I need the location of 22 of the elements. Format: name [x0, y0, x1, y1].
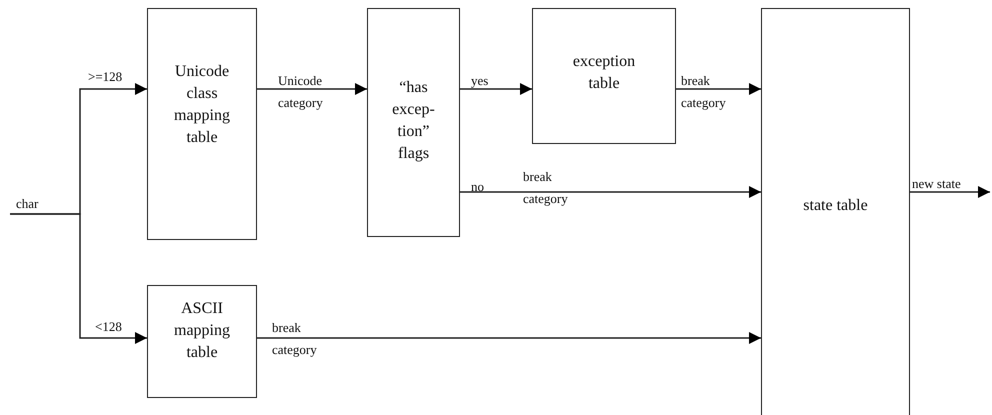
- table-box: exception table: [532, 8, 676, 144]
- arrow: [257, 332, 761, 344]
- arrow: [676, 83, 761, 95]
- edge-label: Unicode category: [278, 72, 324, 112]
- table-box: “has excep- tion” flags: [367, 8, 460, 237]
- text-label: break category: [523, 168, 569, 208]
- table-box: state table: [761, 8, 910, 415]
- edge-label: break category: [681, 72, 727, 112]
- edge-label: <128: [95, 318, 122, 336]
- arrow: [460, 186, 761, 198]
- table-box: ASCII mapping table: [147, 285, 257, 398]
- arrow: [257, 83, 367, 95]
- edge-label: >=128: [88, 68, 122, 86]
- table-box: Unicode class mapping table: [147, 8, 257, 240]
- arrow: [910, 186, 990, 198]
- arrow: [10, 213, 147, 344]
- arrow: [460, 83, 532, 95]
- edge-label: no: [471, 178, 484, 196]
- edge-label: yes: [471, 72, 488, 90]
- input-label: char: [10, 196, 60, 214]
- edge-label: new state: [912, 175, 961, 193]
- edge-label: break category: [272, 319, 318, 359]
